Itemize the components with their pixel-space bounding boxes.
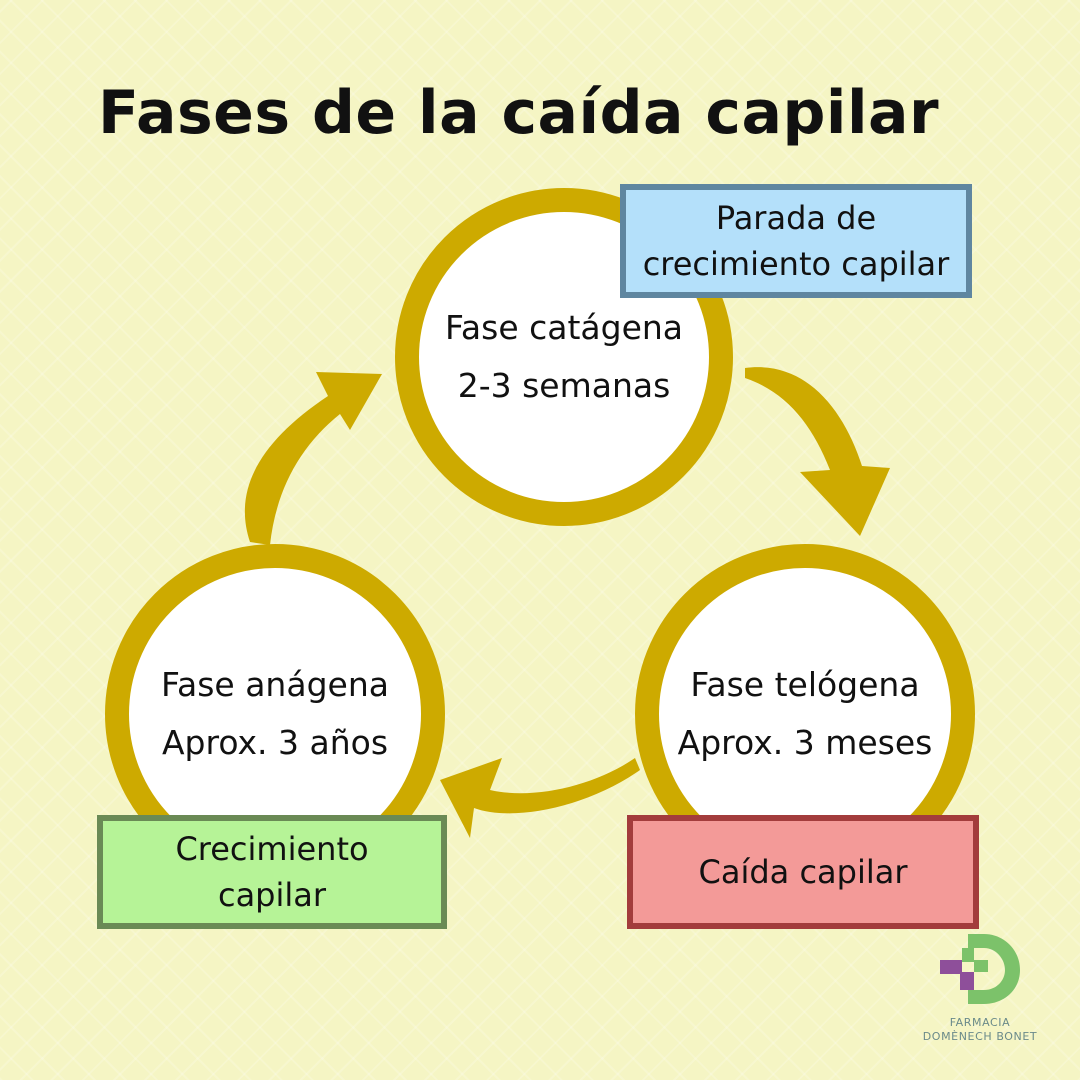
phase-name: Fase catágena bbox=[444, 308, 684, 347]
label-box-parada: Parada de crecimiento capilar bbox=[620, 184, 972, 298]
label-box-text: Caída capilar bbox=[698, 853, 908, 891]
label-box-text: Crecimiento capilar bbox=[175, 830, 369, 914]
phase-name: Fase telógena bbox=[690, 665, 920, 704]
logo-line-2: DOMÈNECH BONET bbox=[922, 1030, 1038, 1043]
phase-duration: Aprox. 3 años bbox=[161, 723, 389, 762]
page-title: Fases de la caída capilar bbox=[98, 78, 940, 148]
label-box-caida: Caída capilar bbox=[627, 815, 979, 929]
label-box-text: Parada de crecimiento capilar bbox=[642, 199, 950, 283]
phase-name: Fase anágena bbox=[161, 665, 389, 704]
arrow-anagena-to-catagena bbox=[244, 372, 382, 545]
logo-line-1: FARMACIA bbox=[949, 1016, 1011, 1029]
pharmacy-d-cross-icon bbox=[940, 934, 1020, 1004]
label-box-crecimiento: Crecimiento capilar bbox=[97, 815, 447, 929]
arrow-catagena-to-telogena bbox=[745, 367, 890, 536]
phase-duration: Aprox. 3 meses bbox=[677, 723, 933, 762]
brand-logo: FARMACIA DOMÈNECH BONET bbox=[920, 932, 1040, 1052]
logo-text: FARMACIA DOMÈNECH BONET bbox=[920, 1016, 1040, 1044]
phase-duration: 2-3 semanas bbox=[457, 366, 671, 405]
arrow-telogena-to-anagena bbox=[440, 758, 640, 838]
